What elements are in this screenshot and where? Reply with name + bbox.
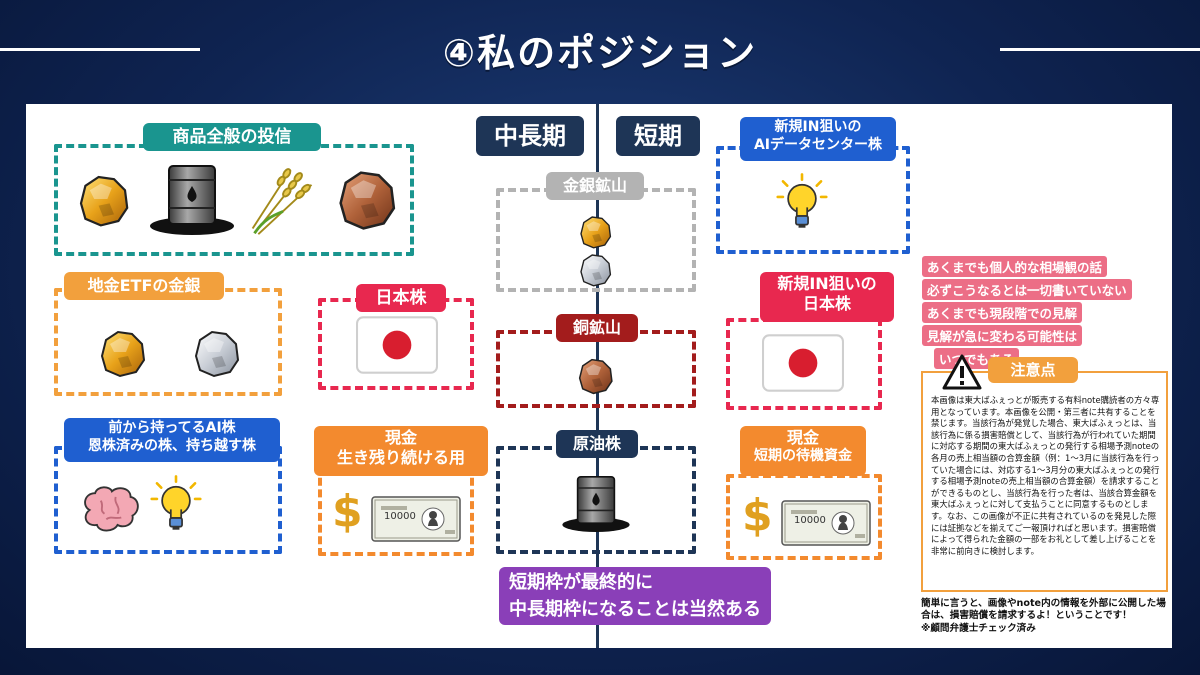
commodity-label: 商品全般の投信	[143, 123, 321, 151]
disclaimer-line: 必ずこうなるとは一切書いていない	[922, 279, 1132, 300]
copper-ore-icon	[328, 160, 404, 236]
new-japan-stock-label-line1: 新規IN狙いの	[777, 274, 877, 293]
disclaimer-line: 見解が急に変わる可能性は	[922, 325, 1083, 346]
title-line-right	[1000, 48, 1200, 51]
new-ai-label-line2: AIデータセンター株	[753, 136, 883, 153]
cash-box-right	[726, 474, 882, 560]
notice-body: 本画像は東大ばふぇっとが販売する有料note購読者の方々専用となっています。本画…	[931, 395, 1160, 556]
japan-flag-icon	[356, 316, 438, 374]
dollar-sign-icon: $	[332, 486, 363, 537]
cash-label-left-line1: 現金	[384, 428, 417, 447]
ai-stock-label-line1: 前から持ってるAI株	[108, 420, 236, 436]
gold-nugget-icon	[574, 210, 616, 252]
disclaimer-lines: あくまでも個人的な相場観の話 必ずこうなるとは一切書いていない あくまでも現段階…	[922, 256, 1172, 371]
copper-mine-label: 銅鉱山	[556, 314, 638, 342]
cash-label-right: 現金 短期の待機資金	[740, 426, 866, 476]
new-ai-label-line1: 新規IN狙いの	[774, 119, 862, 135]
gold-etf-label: 地金ETFの金銀	[64, 272, 224, 300]
cash-label-right-line1: 現金	[786, 428, 819, 447]
long-term-header: 中長期	[476, 116, 584, 156]
silver-nugget-icon	[186, 322, 246, 382]
cash-label-left-line2: 生き残り続ける用	[336, 448, 465, 467]
oil-stock-label: 原油株	[556, 430, 638, 458]
disclaimer-line: あくまでも個人的な相場観の話	[922, 256, 1108, 277]
oil-barrel-icon	[560, 472, 632, 536]
new-japan-stock-label-line2: 日本株	[802, 294, 851, 313]
notice-title: 注意点	[988, 357, 1078, 383]
short-to-long-note-line1: 短期枠が最終的に	[509, 572, 653, 593]
gold-nugget-icon	[70, 166, 136, 232]
title-bar: ④私のポジション	[0, 18, 1200, 78]
light-bulb-icon	[150, 472, 202, 538]
dollar-sign-icon: $	[742, 490, 773, 541]
ai-stock-label: 前から持ってるAI株 恩株済みの株、持ち越す株	[64, 418, 280, 462]
cash-label-right-line2: 短期の待機資金	[754, 448, 852, 464]
warning-icon	[942, 354, 982, 390]
notice-box: 本画像は東大ばふぇっとが販売する有料note購読者の方々専用となっています。本画…	[921, 371, 1168, 592]
japan-flag-icon	[762, 334, 844, 392]
copper-ore-icon	[572, 352, 618, 398]
brain-icon	[78, 482, 144, 538]
banknote-value-left: 10000	[384, 511, 416, 522]
notice-summary-text: 簡単に言うと、画像やnote内の情報を外部に公開した場合は、損害賠償を請求するよ…	[921, 598, 1166, 622]
disclaimer-line: あくまでも現段階での見解	[922, 302, 1083, 323]
new-ai-label: 新規IN狙いの AIデータセンター株	[740, 117, 896, 161]
short-term-header: 短期	[616, 116, 700, 156]
gold-etf-box	[54, 288, 282, 396]
page-title: ④私のポジション	[442, 31, 758, 75]
new-japan-stock-label: 新規IN狙いの 日本株	[760, 272, 894, 322]
cash-label-left: 現金 生き残り続ける用	[314, 426, 488, 476]
banknote-value-right: 10000	[794, 515, 826, 526]
wheat-icon	[245, 162, 321, 238]
short-to-long-note-line2: 中長期枠になることは当然ある	[509, 599, 761, 620]
gold-silver-mine-label: 金銀鉱山	[546, 172, 644, 200]
notice-footnote: ※顧問弁護士チェック済み	[921, 622, 1036, 634]
notice-summary: 簡単に言うと、画像やnote内の情報を外部に公開した場合は、損害賠償を請求するよ…	[921, 598, 1171, 635]
title-line-left	[0, 48, 200, 51]
light-bulb-icon	[776, 170, 828, 236]
oil-barrel-icon	[146, 160, 238, 240]
short-to-long-note: 短期枠が最終的に 中長期枠になることは当然ある	[499, 567, 771, 625]
silver-nugget-icon	[574, 248, 616, 290]
japan-stock-label: 日本株	[356, 284, 446, 312]
gold-nugget-icon	[92, 322, 152, 382]
ai-stock-label-line2: 恩株済みの株、持ち越す株	[88, 437, 256, 454]
